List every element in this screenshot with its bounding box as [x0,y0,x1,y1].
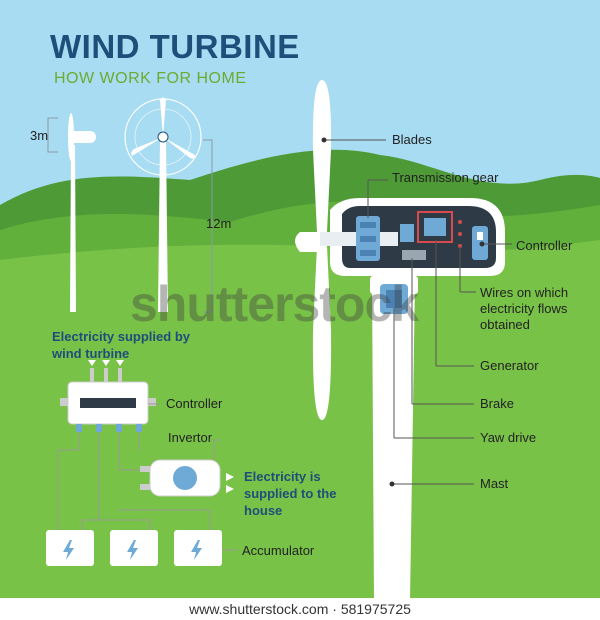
small-turbine [68,113,96,312]
large-height-label: 12m [206,216,232,231]
callout-lines [324,139,512,485]
label-invertor: Invertor [168,430,213,445]
generator-frame [417,211,453,243]
large-turbine [131,97,195,312]
footer-credit: www.shutterstock.com · 581975725 [0,598,600,620]
label-supplied-to-house: Electricity is supplied to the house [244,469,337,518]
blade-bottom [312,246,332,420]
label-yaw-drive: Yaw drive [480,430,537,445]
generator [424,218,446,236]
label-generator: Generator [480,358,539,373]
bolt-icon [63,540,74,560]
label-accumulator: Accumulator [242,543,315,558]
page-title: WIND TURBINE [50,28,300,65]
label-supplied-by-turbine: Electricity supplied by wind turbine [52,329,190,361]
mast [372,280,415,600]
small-height-bracket [47,117,58,153]
invertor [140,459,221,497]
label-wires: Wires on which electricity flows obtaine… [480,285,569,332]
main-shaft [310,232,398,246]
label-transmission-gear: Transmission gear [392,170,499,185]
rotor [295,80,332,420]
brake [402,250,426,260]
label-controller-left: Controller [166,396,223,411]
bolt-icon [191,540,202,560]
accumulators [46,530,238,566]
small-height-label: 3m [30,128,49,143]
wiring [57,432,211,530]
large-height-bracket [203,139,213,313]
label-brake: Brake [480,396,514,411]
label-controller-right: Controller [516,238,573,253]
bolt-icon [127,540,138,560]
hub [295,232,320,252]
blade-top [312,80,332,232]
watermark: shutterstock [130,276,419,332]
nacelle [310,198,505,276]
label-blades: Blades [392,132,432,147]
label-mast: Mast [480,476,509,491]
home-controller [60,368,156,432]
page-subtitle: HOW WORK FOR HOME [54,70,247,87]
